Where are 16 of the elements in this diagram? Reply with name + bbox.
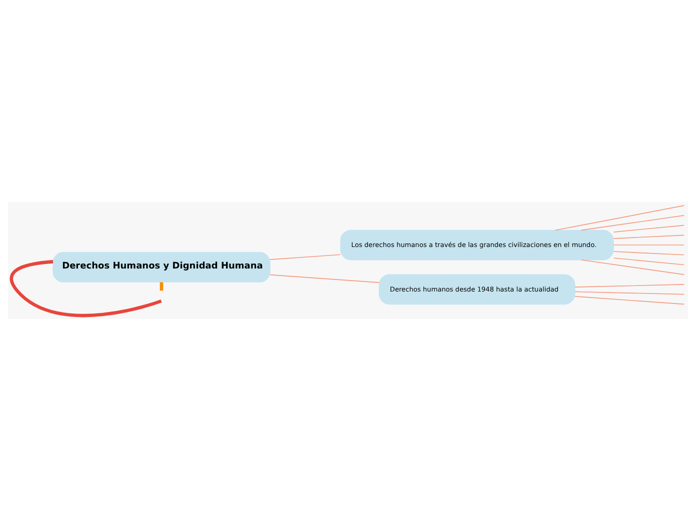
- connector: [574, 290, 684, 294]
- connector: [574, 295, 684, 304]
- connector: [270, 274, 380, 282]
- node-box: Derechos Humanos y Dignidad Humana: [52, 252, 270, 282]
- connector: [270, 254, 341, 260]
- connector: [10, 260, 162, 317]
- connector: [580, 258, 684, 274]
- connector: [613, 257, 684, 265]
- connector: [613, 244, 684, 245]
- connector: [160, 282, 164, 290]
- connector: [554, 204, 684, 230]
- connector: [574, 284, 684, 287]
- connector: [613, 224, 684, 232]
- connector: [613, 250, 684, 255]
- connector: [580, 214, 684, 230]
- connector: [613, 234, 684, 238]
